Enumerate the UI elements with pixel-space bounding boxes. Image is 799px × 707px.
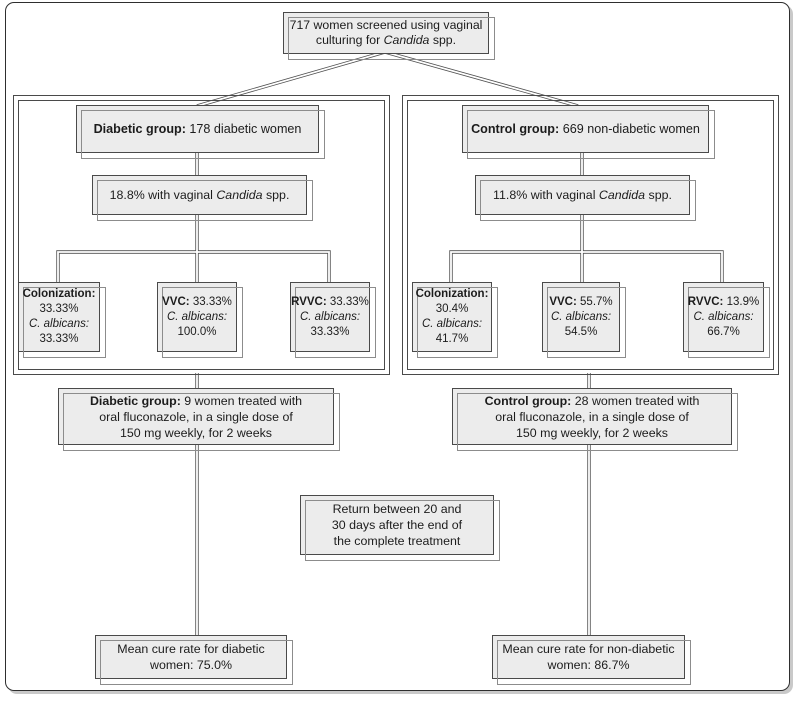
control-header-box: Control group: 669 non-diabetic women [462,105,715,159]
outcome-box-vvc-control: VVC: 55.7% C. albicans: 54.5% [542,282,626,358]
screening-line2: culturing for Candida spp. [315,33,457,47]
control-cure-rate-box: Mean cure rate for non-diabetic women: 8… [492,635,691,685]
outcome-box-rvvc-control: RVVC: 13.9% C. albicans: 66.7% [683,282,770,358]
screening-total-box: 717 women screened using vaginal culturi… [283,12,495,60]
screening-line1: 717 women screened using vaginal [289,17,483,32]
outcome-box-colonization-diabetic: Colonization: 33.33% C. albicans: 33.33% [18,282,106,358]
diabetic-treatment-box: Diabetic group: 9 women treated with ora… [58,388,340,451]
diabetic-prevalence-box: 18.8% with vaginal Candida spp. [92,175,313,221]
diabetic-cure-rate-box: Mean cure rate for diabetic women: 75.0% [95,635,293,685]
diabetic-prevalence-text: 18.8% with vaginal Candida spp. [109,188,290,202]
control-prevalence-box: 11.8% with vaginal Candida spp. [475,175,696,221]
diabetic-group-container [13,95,390,375]
control-prevalence-text: 11.8% with vaginal Candida spp. [493,188,672,202]
return-visit-box: Return between 20 and 30 days after the … [300,495,500,561]
control-group-container [402,95,779,375]
control-header-text: Control group: 669 non-diabetic women [471,122,700,136]
outcome-box-rvvc-diabetic: RVVC: 33.33% C. albicans: 33.33% [290,282,376,358]
control-treatment-box: Control group: 28 women treated with ora… [452,388,738,451]
diabetic-header-text: Diabetic group: 178 diabetic women [93,122,302,136]
figure-border [5,2,790,691]
outcome-box-colonization-control: Colonization: 30.4% C. albicans: 41.7% [412,282,498,358]
outcome-box-vvc-diabetic: VVC: 33.33% C. albicans: 100.0% [157,282,243,358]
diabetic-header-box: Diabetic group: 178 diabetic women [76,105,325,159]
